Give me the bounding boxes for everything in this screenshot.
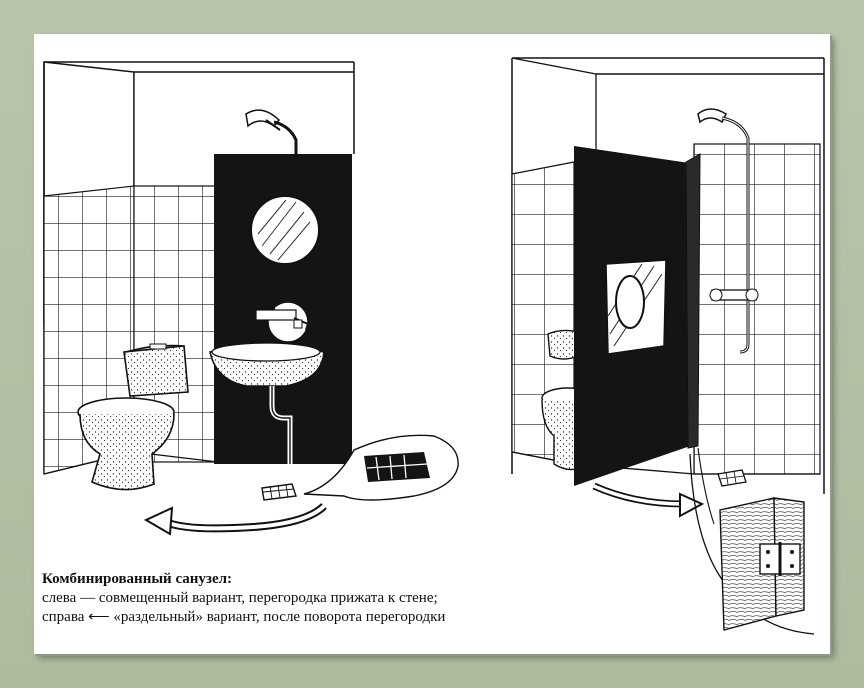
caption-line-left: слева — совмещенный вариант, перегородка… bbox=[42, 590, 438, 606]
shower-head bbox=[245, 109, 298, 156]
bathroom-illustration bbox=[43, 57, 825, 635]
figure-caption: Комбинированный санузел: слева — совмеще… bbox=[42, 570, 602, 627]
hinge-detail-bubble bbox=[689, 447, 815, 635]
caption-line-right: справа ⟵ «раздельный» вариант, после пов… bbox=[42, 609, 446, 625]
separate-bathroom-scene bbox=[511, 57, 825, 635]
rotation-arrow-right bbox=[592, 482, 705, 518]
floor-drain-right bbox=[717, 469, 747, 487]
rotation-arrow bbox=[143, 502, 327, 536]
round-mirror bbox=[250, 195, 320, 265]
washbasin bbox=[209, 342, 325, 464]
toilet bbox=[77, 343, 189, 491]
illustration-sheet: Комбинированный санузел: слева — совмеще… bbox=[34, 34, 830, 654]
floor-drain bbox=[261, 483, 297, 501]
combined-bathroom-scene bbox=[43, 61, 459, 536]
caption-title: Комбинированный санузел: bbox=[42, 571, 233, 587]
rotated-partition bbox=[574, 146, 701, 486]
washbasin-right bbox=[547, 329, 579, 360]
shower-head-right bbox=[697, 108, 759, 354]
sink-faucet bbox=[255, 301, 310, 343]
drain-detail-bubble bbox=[303, 434, 459, 501]
